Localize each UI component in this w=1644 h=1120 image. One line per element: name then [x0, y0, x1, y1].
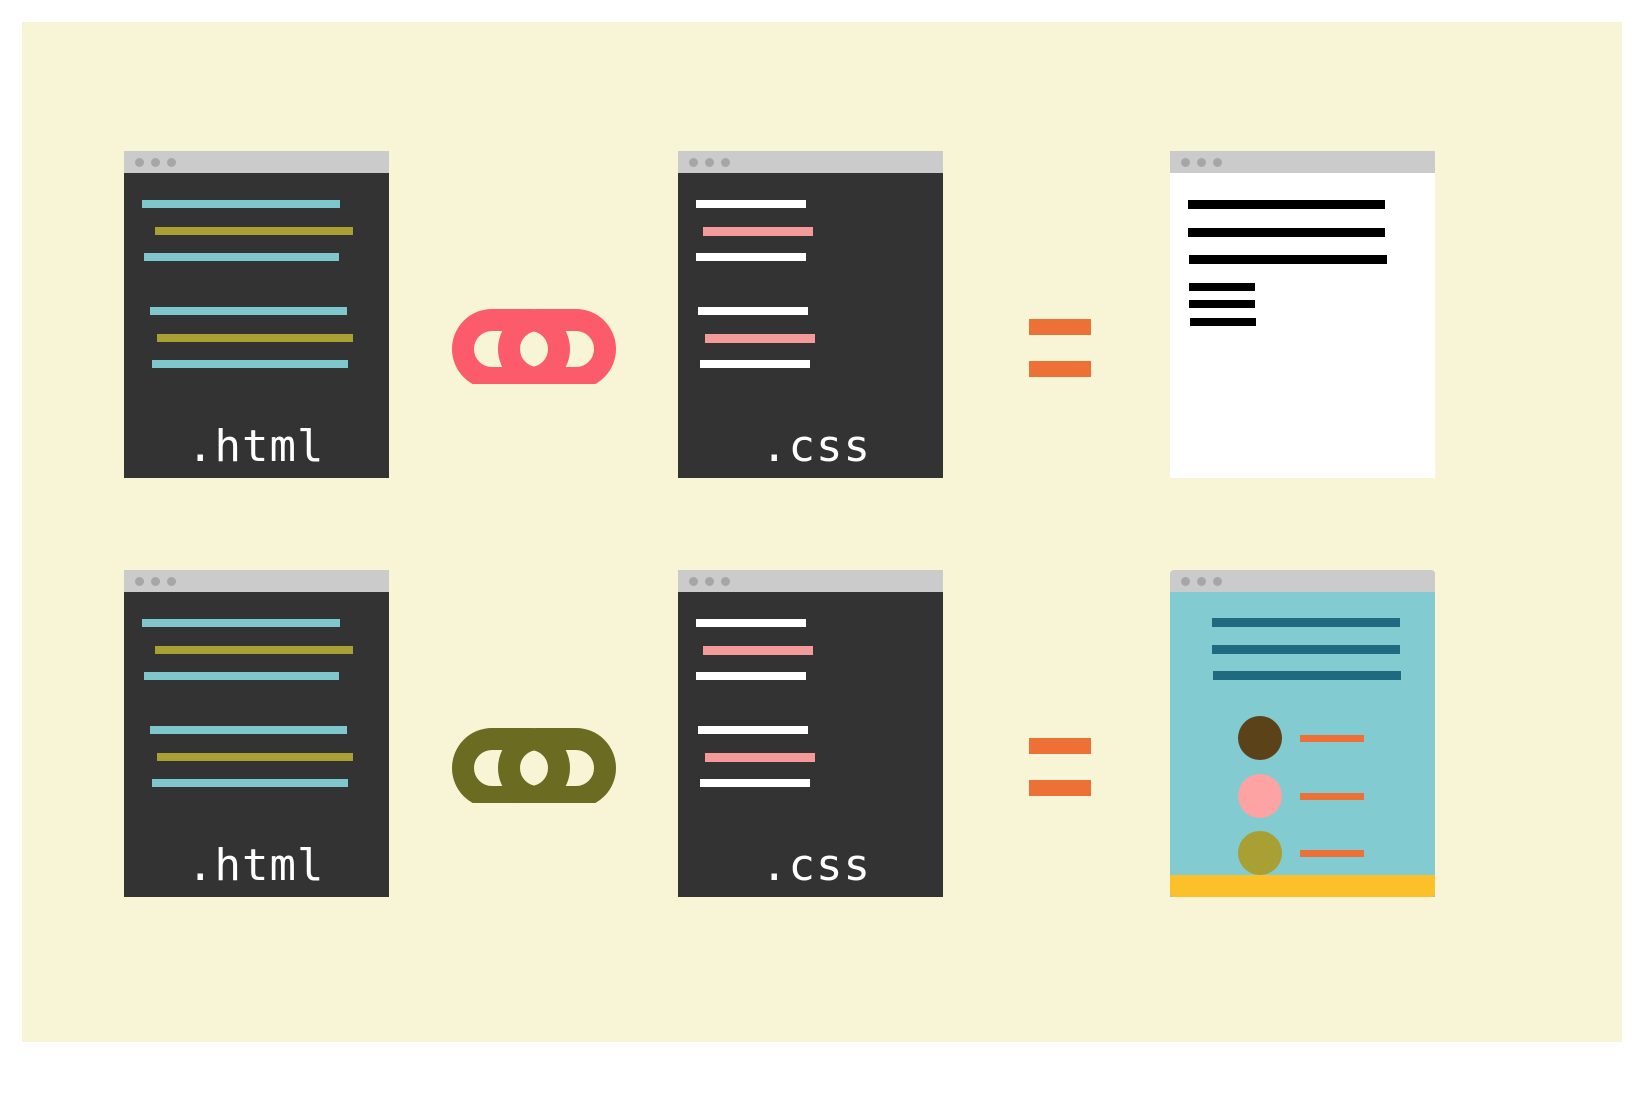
- list-item-line: [1300, 850, 1364, 857]
- code-line: [696, 200, 806, 208]
- css-window-unstyled[interactable]: .css: [678, 151, 943, 478]
- code-line: [142, 619, 340, 627]
- css-filename-label: .css: [761, 840, 871, 891]
- page-heading-line: [1213, 671, 1401, 680]
- code-line: [696, 253, 806, 261]
- list-item-avatar: [1238, 716, 1282, 760]
- code-line: [696, 619, 806, 627]
- page-heading-line: [1212, 645, 1400, 654]
- css-window-styled[interactable]: .css: [678, 570, 943, 897]
- window-dot-close-icon[interactable]: [1181, 157, 1190, 167]
- result-window-styled[interactable]: [1170, 570, 1435, 897]
- list-item-line: [1300, 735, 1364, 742]
- chain-link-icon-pink: [448, 298, 620, 384]
- code-editor-body: .html: [124, 173, 389, 478]
- equals-bar-top: [1029, 738, 1091, 754]
- window-dot-minimize-icon[interactable]: [705, 157, 714, 167]
- code-line: [700, 779, 810, 787]
- code-line: [144, 253, 339, 261]
- window-dot-maximize-icon[interactable]: [721, 576, 730, 586]
- code-line: [698, 307, 808, 315]
- illustration-canvas: .html .css: [22, 22, 1622, 1042]
- window-titlebar: [678, 570, 943, 592]
- window-dot-close-icon[interactable]: [1181, 576, 1190, 586]
- window-titlebar: [124, 151, 389, 173]
- page-text-line: [1189, 283, 1255, 291]
- equals-bar-bottom: [1029, 780, 1091, 796]
- html-filename-label: .html: [187, 421, 325, 472]
- page-text-line: [1189, 255, 1387, 264]
- code-line: [705, 334, 815, 343]
- window-titlebar: [1170, 570, 1435, 592]
- code-line: [703, 646, 813, 655]
- window-dot-close-icon[interactable]: [135, 157, 144, 167]
- window-titlebar: [1170, 151, 1435, 173]
- code-line: [142, 200, 340, 208]
- window-dot-minimize-icon[interactable]: [151, 157, 160, 167]
- code-line: [696, 672, 806, 680]
- html-window-styled[interactable]: .html: [124, 570, 389, 897]
- list-item-avatar: [1238, 774, 1282, 818]
- code-line: [150, 726, 347, 734]
- css-filename-label: .css: [761, 421, 871, 472]
- code-line: [150, 307, 347, 315]
- rendered-page-unstyled: [1170, 173, 1435, 478]
- chain-link-icon-olive: [448, 717, 620, 803]
- window-dot-close-icon[interactable]: [689, 157, 698, 167]
- code-editor-body: .html: [124, 592, 389, 897]
- code-line: [155, 227, 353, 235]
- window-titlebar: [124, 570, 389, 592]
- page-text-line: [1188, 228, 1385, 237]
- list-item-line: [1300, 793, 1364, 800]
- equals-bar-bottom: [1029, 361, 1091, 377]
- code-line: [155, 646, 353, 654]
- page-heading-line: [1212, 618, 1400, 627]
- window-dot-maximize-icon[interactable]: [1213, 576, 1222, 586]
- window-dot-minimize-icon[interactable]: [1197, 157, 1206, 167]
- code-line: [157, 334, 353, 342]
- result-window-unstyled[interactable]: [1170, 151, 1435, 478]
- code-editor-body: .css: [678, 592, 943, 897]
- window-dot-maximize-icon[interactable]: [721, 157, 730, 167]
- code-editor-body: .css: [678, 173, 943, 478]
- page-text-line: [1189, 300, 1255, 308]
- code-line: [157, 753, 353, 761]
- code-line: [152, 360, 348, 368]
- window-dot-close-icon[interactable]: [135, 576, 144, 586]
- html-window-unstyled[interactable]: .html: [124, 151, 389, 478]
- window-dot-minimize-icon[interactable]: [1197, 576, 1206, 586]
- window-dot-close-icon[interactable]: [689, 576, 698, 586]
- equals-bar-top: [1029, 319, 1091, 335]
- window-dot-maximize-icon[interactable]: [167, 576, 176, 586]
- page-footer-bar: [1170, 875, 1435, 897]
- window-dot-minimize-icon[interactable]: [151, 576, 160, 586]
- code-line: [705, 753, 815, 762]
- page-text-line: [1188, 200, 1385, 209]
- window-dot-maximize-icon[interactable]: [1213, 157, 1222, 167]
- code-line: [144, 672, 339, 680]
- equals-sign-unstyled: [1029, 319, 1091, 377]
- html-filename-label: .html: [187, 840, 325, 891]
- page-text-line: [1190, 318, 1256, 326]
- code-line: [700, 360, 810, 368]
- list-item-avatar: [1238, 831, 1282, 875]
- rendered-page-styled: [1170, 592, 1435, 897]
- window-dot-minimize-icon[interactable]: [705, 576, 714, 586]
- equals-sign-styled: [1029, 738, 1091, 796]
- code-line: [698, 726, 808, 734]
- code-line: [152, 779, 348, 787]
- window-dot-maximize-icon[interactable]: [167, 157, 176, 167]
- code-line: [703, 227, 813, 236]
- window-titlebar: [678, 151, 943, 173]
